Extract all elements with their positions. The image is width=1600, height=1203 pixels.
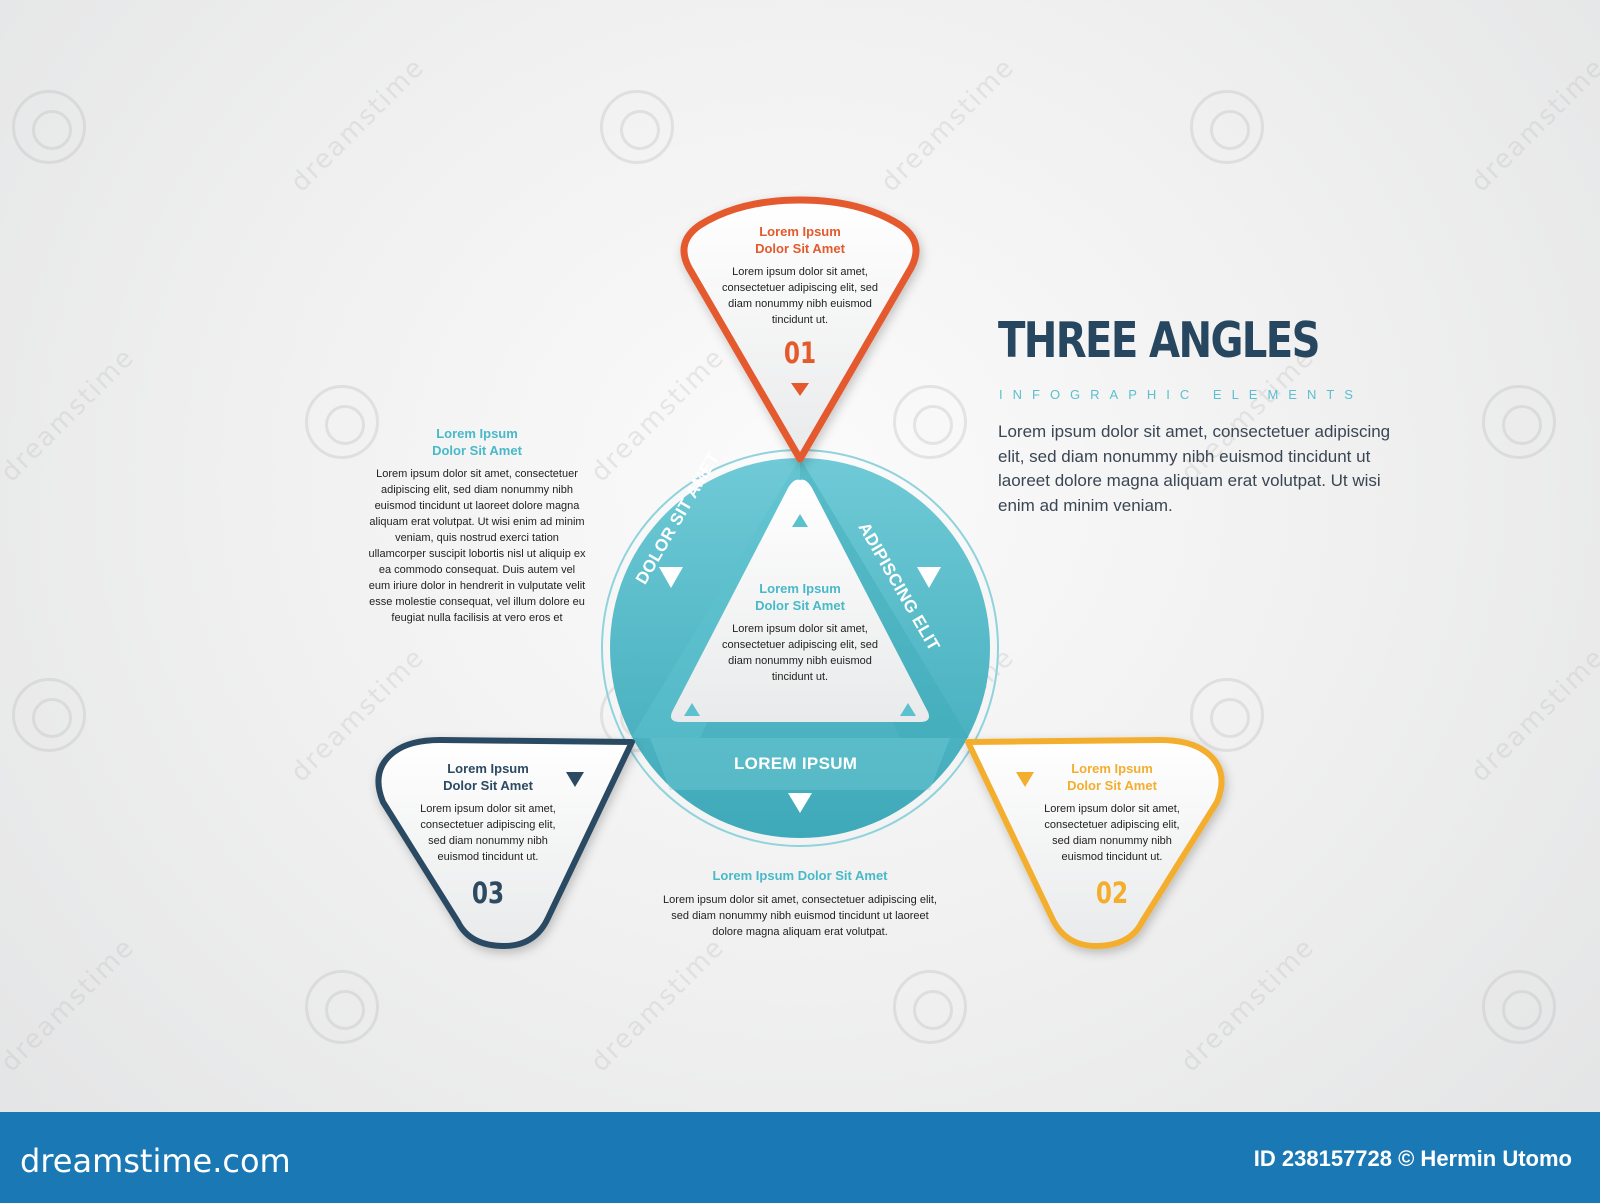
center-body: Lorem ipsum dolor sit amet, consectetuer… [722, 623, 878, 683]
card-02-arrow [1016, 772, 1034, 787]
step-03-heading-2: Dolor Sit Amet [443, 777, 533, 793]
intro-paragraph: Lorem ipsum dolor sit amet, consectetuer… [998, 422, 1391, 515]
bottom-note-heading: Lorem Ipsum Dolor Sit Amet [712, 868, 888, 883]
pin-01-arrow [791, 383, 809, 396]
inner-triangle [671, 479, 929, 722]
step-02-block: Lorem Ipsum Dolor Sit Amet Lorem ipsum d… [1036, 761, 1188, 865]
left-note: Lorem Ipsum Dolor Sit Amet Lorem ipsum d… [368, 426, 586, 626]
page-title: THREE ANGLES [998, 312, 1321, 369]
band-bottom [650, 738, 950, 790]
step-01-heading-2: Dolor Sit Amet [755, 240, 845, 256]
band-bottom-label: LOREM IPSUM [734, 754, 858, 773]
step-01-block: Lorem Ipsum Dolor Sit Amet Lorem ipsum d… [720, 224, 880, 328]
step-01-number: 01 [783, 336, 817, 370]
arrow-down-bottom-band [788, 793, 812, 813]
triangle-marker-top [792, 514, 808, 527]
footer-bar: dreamstime.com ID 238157728 © Hermin Uto… [0, 1112, 1600, 1203]
diagram-graphics [375, 196, 1225, 949]
triangle-marker-left [684, 703, 700, 716]
step-03-body: Lorem ipsum dolor sit amet, consectetuer… [420, 803, 556, 863]
footer-brand[interactable]: dreamstime.com [20, 1142, 291, 1180]
step-02-body: Lorem ipsum dolor sit amet, consectetuer… [1044, 803, 1180, 863]
step-03-heading-1: Lorem Ipsum [447, 761, 529, 776]
step-02-number: 02 [1095, 876, 1129, 910]
card-02-shape [965, 737, 1225, 949]
bottom-note-body: Lorem ipsum dolor sit amet, consectetuer… [663, 893, 937, 938]
center-block: Lorem Ipsum Dolor Sit Amet Lorem ipsum d… [720, 581, 880, 685]
step-03-number: 03 [471, 876, 505, 910]
band-left [631, 458, 800, 738]
center-heading-1: Lorem Ipsum [759, 581, 841, 596]
step-01-body: Lorem ipsum dolor sit amet, consectetuer… [722, 266, 878, 326]
step-01-heading-1: Lorem Ipsum [759, 224, 841, 239]
step-03-block: Lorem Ipsum Dolor Sit Amet Lorem ipsum d… [412, 761, 564, 865]
step-02-heading-1: Lorem Ipsum [1071, 761, 1153, 776]
arrow-down-right-band [917, 567, 941, 588]
left-note-heading-2: Dolor Sit Amet [432, 442, 522, 458]
page-subtitle: INFOGRAPHIC ELEMENTS [999, 387, 1363, 402]
step-02-heading-2: Dolor Sit Amet [1067, 777, 1157, 793]
card-03-shape [375, 737, 635, 949]
band-right [800, 458, 969, 738]
left-note-body: Lorem ipsum dolor sit amet, consectetuer… [368, 468, 586, 624]
left-note-heading-1: Lorem Ipsum [436, 426, 518, 441]
bottom-note: Lorem Ipsum Dolor Sit Amet Lorem ipsum d… [660, 868, 940, 940]
card-03-arrow [566, 772, 584, 787]
triangle-marker-right [900, 703, 916, 716]
pin-01-shape [680, 196, 920, 463]
three-angles-diagram: DOLOR SIT AMET ADIPISCING ELIT LOREM IPS… [368, 196, 1391, 949]
footer-credit: ID 238157728 © Hermin Utomo [1253, 1146, 1572, 1171]
arrow-down-left-band [659, 567, 683, 588]
center-heading-2: Dolor Sit Amet [755, 597, 845, 613]
